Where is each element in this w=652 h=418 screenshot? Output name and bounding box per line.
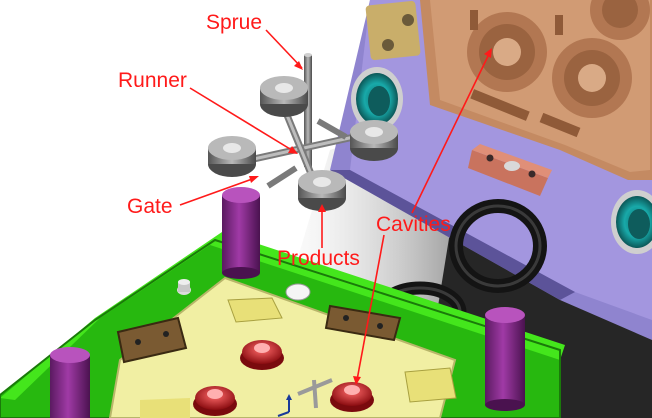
products-label: Products xyxy=(277,247,360,270)
guide-pillars xyxy=(50,187,525,418)
cavity-plate xyxy=(330,0,652,340)
annotation-arrows xyxy=(179,29,492,385)
cavities-arrow-down xyxy=(356,234,385,381)
cavities-arrow-up xyxy=(411,51,491,214)
core-plate xyxy=(0,232,565,418)
core-products xyxy=(193,340,374,416)
cooling-port-right xyxy=(611,190,652,254)
gate-arrow xyxy=(179,177,256,206)
runner-label: Runner xyxy=(118,69,187,92)
runner-arrow xyxy=(189,87,296,153)
sprue-label: Sprue xyxy=(206,11,263,34)
cooling-port-left xyxy=(351,67,403,131)
sprue-arrow xyxy=(265,29,303,69)
axis-triad-icon xyxy=(277,394,292,417)
gray-products xyxy=(208,76,398,211)
cavities-label: Cavities xyxy=(376,213,451,236)
gate-label: Gate xyxy=(127,195,173,218)
